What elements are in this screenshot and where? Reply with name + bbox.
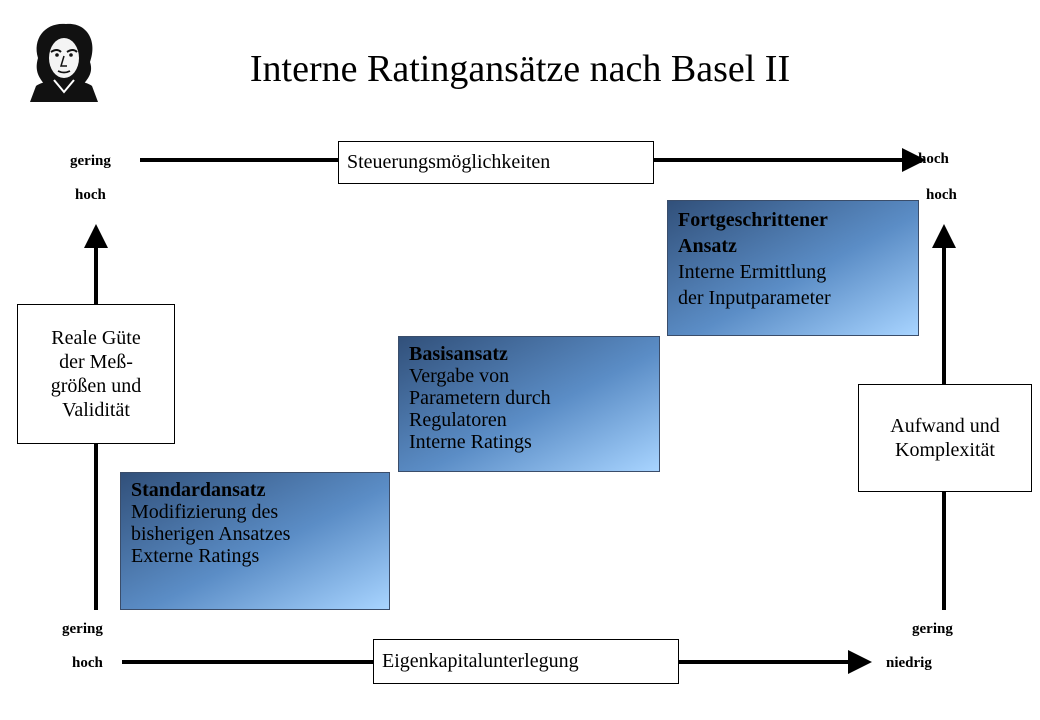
- approach-basis-line: Regulatoren: [409, 409, 507, 431]
- approach-basis-box: Basisansatz Vergabe von Parametern durch…: [398, 336, 660, 472]
- approach-advanced-box: Fortgeschrittener Ansatz Interne Ermittl…: [667, 200, 919, 336]
- approach-standard-line: Externe Ratings: [131, 545, 260, 567]
- bottom-axis-right-label: niedrig: [886, 655, 932, 671]
- approach-basis-line: Vergabe von: [409, 365, 510, 387]
- page-title: Interne Ratingansätze nach Basel II: [249, 48, 791, 90]
- left-axis-top-label: hoch: [75, 187, 106, 203]
- approach-advanced-title: Fortgeschrittener: [678, 209, 828, 231]
- right-axis-bottom-label: gering: [912, 621, 953, 637]
- logo: [24, 18, 104, 102]
- goethe-portrait-icon: [24, 18, 104, 102]
- approach-advanced-line: Interne Ermittlung: [678, 261, 827, 283]
- left-axis-bottom-label: gering: [62, 621, 103, 637]
- approach-standard-line: Modifizierung des: [131, 501, 279, 523]
- approach-standard-box: Standardansatz Modifizierung des bisheri…: [120, 472, 390, 610]
- top-axis-label-box: Steuerungsmöglichkeiten: [338, 141, 654, 184]
- bottom-axis-label-box: Eigenkapitalunterlegung: [373, 639, 679, 684]
- left-axis-label-line: Validität: [62, 399, 130, 421]
- right-axis-label-line: Aufwand und: [890, 415, 1000, 437]
- right-axis-top-label: hoch: [926, 187, 957, 203]
- top-axis-right-label: hoch: [918, 151, 949, 167]
- approach-standard-title: Standardansatz: [131, 479, 266, 501]
- right-axis-label-line: Komplexität: [895, 439, 995, 461]
- approach-standard-line: bisherigen Ansatzes: [131, 523, 291, 545]
- bottom-axis-left-label: hoch: [72, 655, 103, 671]
- approach-basis-line: Parametern durch: [409, 387, 551, 409]
- left-axis-label-line: der Meß-: [59, 351, 133, 373]
- approach-advanced-title: Ansatz: [678, 235, 737, 257]
- left-axis-label-line: größen und: [50, 375, 142, 397]
- approach-basis-line: Interne Ratings: [409, 431, 532, 453]
- approach-advanced-line: der Inputparameter: [678, 287, 831, 309]
- top-axis-left-label: gering: [70, 153, 111, 169]
- left-axis-label-line: Reale Güte: [51, 327, 141, 349]
- right-axis-label-box: Aufwand und Komplexität: [858, 384, 1032, 492]
- left-axis-label-box: Reale Güte der Meß- größen und Validität: [17, 304, 175, 444]
- approach-basis-title: Basisansatz: [409, 343, 508, 365]
